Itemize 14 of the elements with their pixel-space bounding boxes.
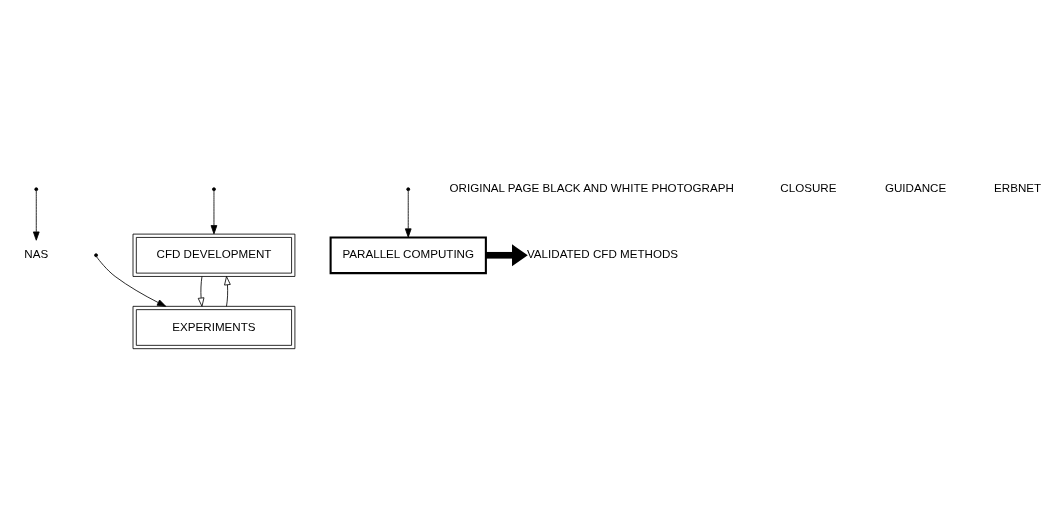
arrow [210,189,218,234]
label: GUIDANCE [884,180,947,194]
node-text: VALIDATED CFD METHODS [526,246,679,260]
arrow [197,275,205,307]
node-text: NAS [24,246,49,260]
arrow [32,189,40,241]
label: ERBNET [994,180,1042,194]
arrow [486,243,528,266]
arrow [224,275,231,307]
node-box: PARALLEL COMPUTING [329,235,487,274]
arrow [96,256,167,307]
label: CLOSURE [780,180,837,194]
arrow [404,189,412,238]
label: ORIGINAL PAGE BLACK AND WHITE PHOTOGRAPH [449,180,734,194]
